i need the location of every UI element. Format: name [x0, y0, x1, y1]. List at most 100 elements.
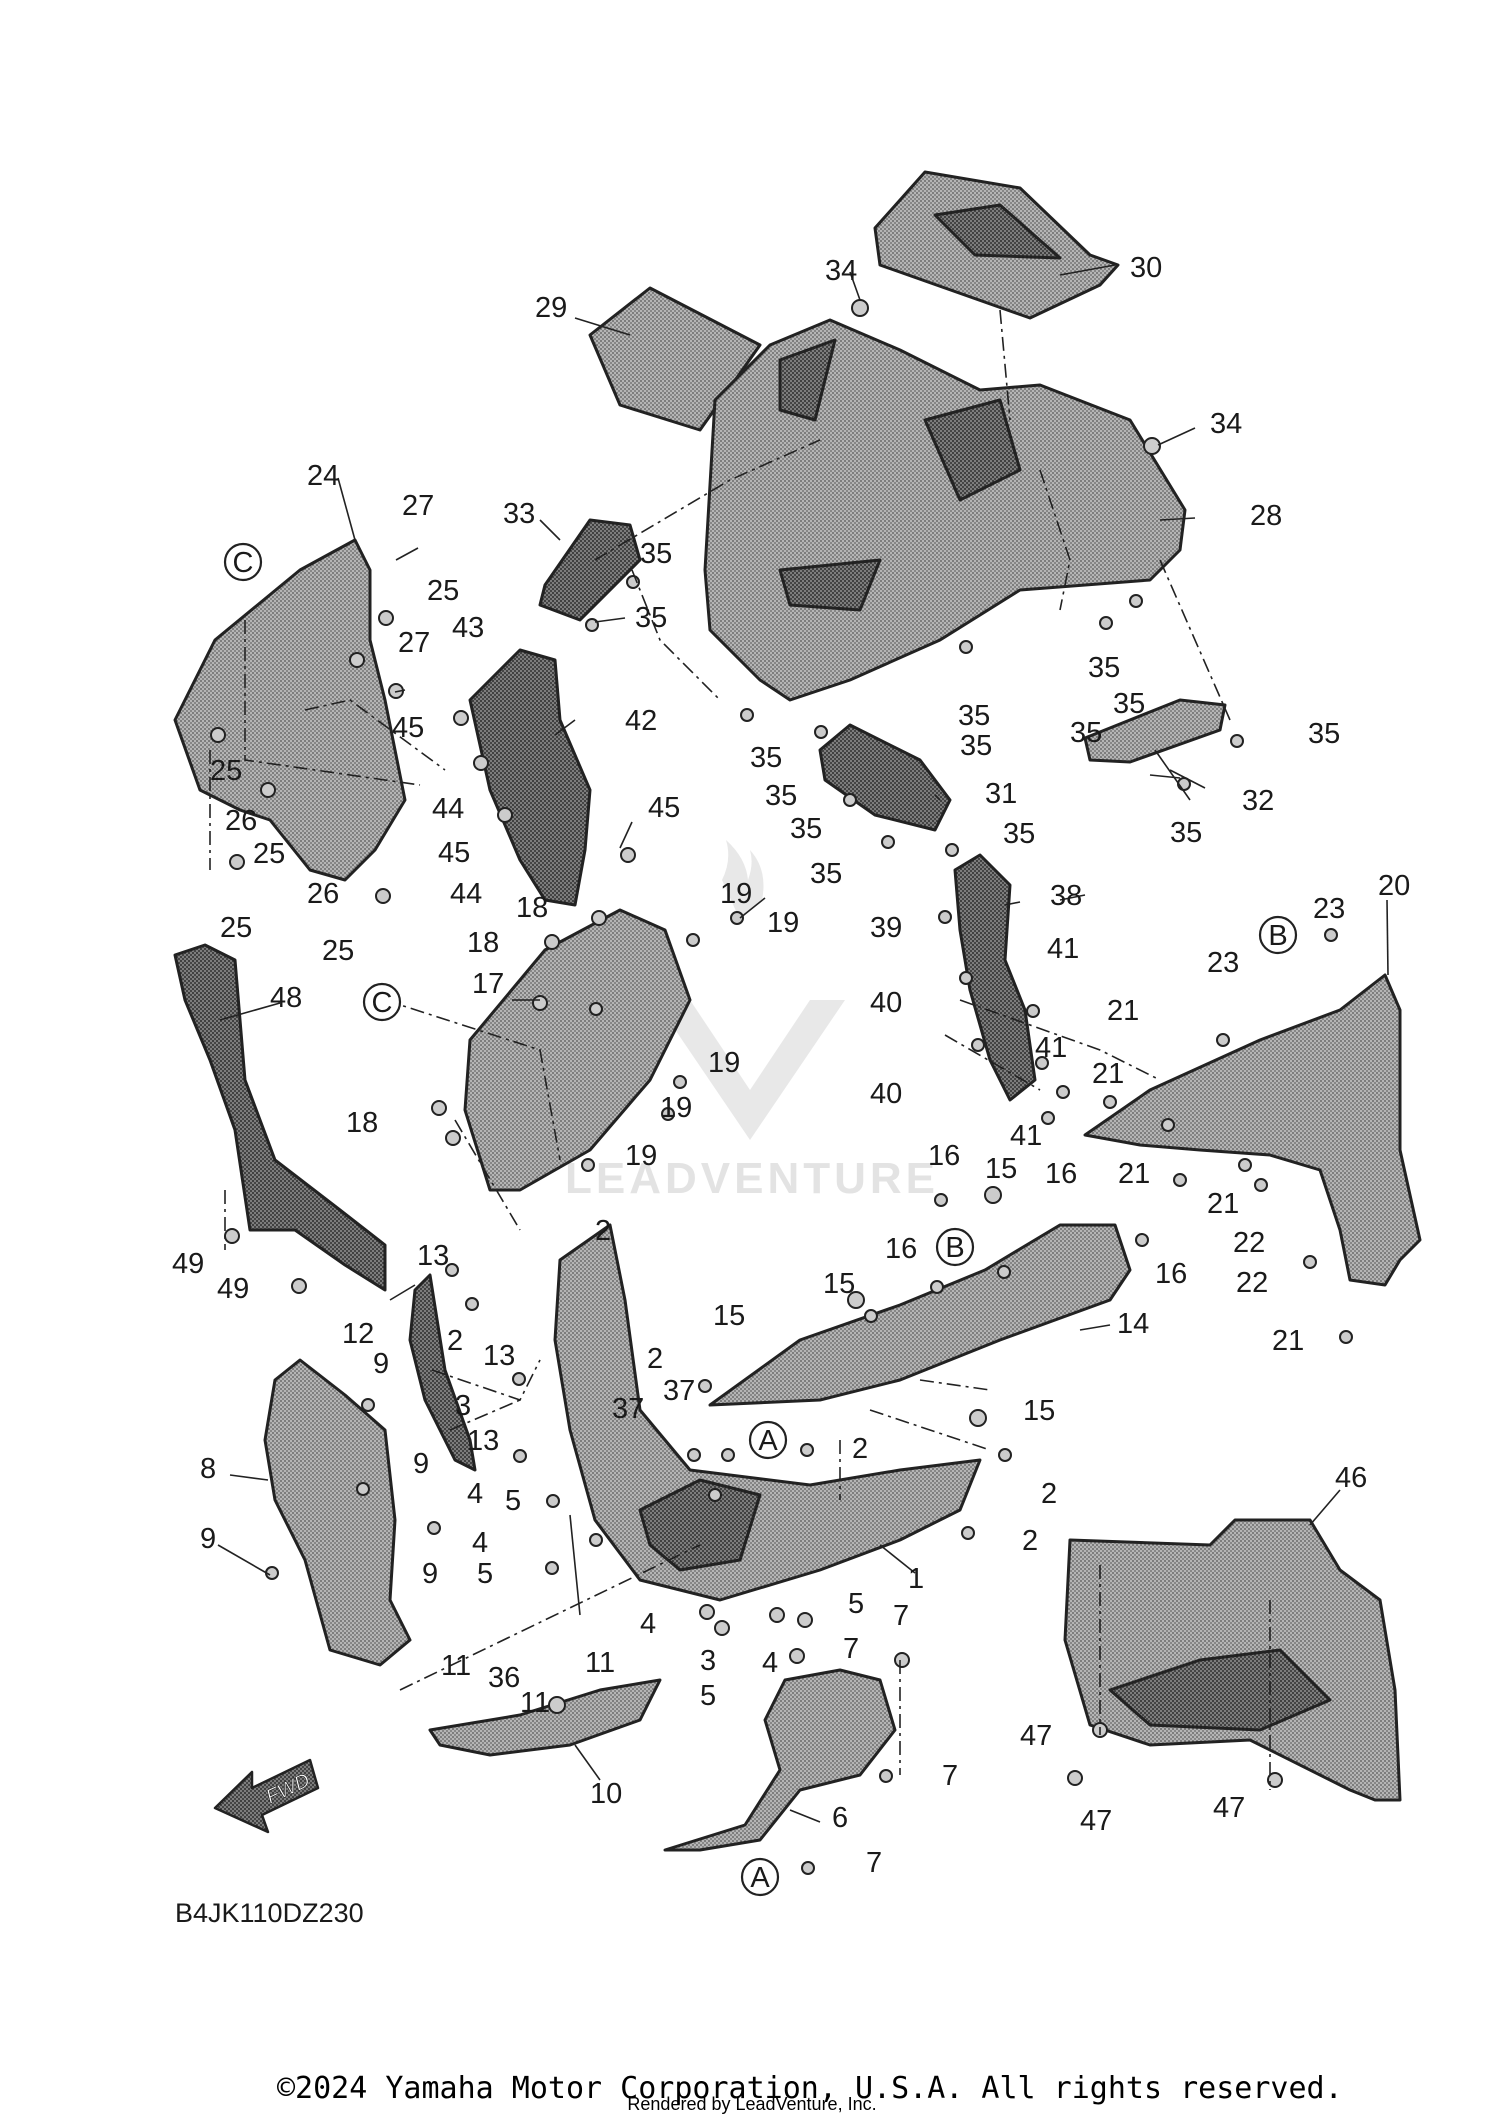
part-30-top-cover-shade — [933, 203, 1062, 260]
reference-marks: C C B B A A — [223, 542, 1298, 1897]
fwd-arrow-icon: FWD — [213, 1758, 320, 1834]
part-12-strip — [408, 1273, 477, 1472]
part-38-bracket — [953, 853, 1037, 1102]
callout-7: 7 — [843, 1633, 859, 1665]
callout-22: 22 — [1233, 1227, 1265, 1259]
callout-labels: 1 2 2 2 2 2 2 3 3 4 4 4 4 5 5 5 5 6 7 7 … — [172, 252, 1410, 1879]
callout-15: 15 — [1023, 1395, 1055, 1427]
svg-text:A: A — [758, 1425, 778, 1457]
callout-19: 19 — [767, 907, 799, 939]
callout-32: 32 — [1242, 785, 1274, 817]
callout-17: 17 — [472, 968, 504, 1000]
callout-5: 5 — [848, 1588, 864, 1620]
callout-31: 31 — [985, 778, 1017, 810]
callout-48: 48 — [270, 982, 302, 1014]
callout-44: 44 — [432, 793, 464, 825]
callout-35: 35 — [960, 730, 992, 762]
part-14-mid-panel — [708, 1223, 1132, 1407]
part-48-fender — [173, 943, 387, 1292]
callout-35: 35 — [1003, 818, 1035, 850]
callout-2: 2 — [1041, 1478, 1057, 1510]
callout-22: 22 — [1236, 1267, 1268, 1299]
callout-19: 19 — [720, 878, 752, 910]
callout-33: 33 — [503, 498, 535, 530]
callout-29: 29 — [535, 292, 567, 324]
callout-2: 2 — [595, 1215, 611, 1247]
reference-mark-c: C — [223, 542, 263, 582]
svg-text:A: A — [750, 1862, 770, 1894]
callout-9: 9 — [422, 1558, 438, 1590]
callout-25: 25 — [427, 575, 459, 607]
part-8-inner-guard — [263, 1358, 412, 1667]
callout-35: 35 — [1088, 652, 1120, 684]
callout-21: 21 — [1107, 995, 1139, 1027]
callout-21: 21 — [1272, 1325, 1304, 1357]
assembly-lines — [209, 309, 1271, 1790]
callout-35: 35 — [1170, 817, 1202, 849]
callout-39: 39 — [870, 912, 902, 944]
callout-11: 11 — [585, 1647, 615, 1679]
callout-6: 6 — [832, 1802, 848, 1834]
callout-2: 2 — [647, 1343, 663, 1375]
watermark-text: LEADVENTURE — [565, 1154, 939, 1203]
callout-3: 3 — [455, 1390, 471, 1422]
callout-9: 9 — [200, 1523, 216, 1555]
callout-35: 35 — [765, 780, 797, 812]
callout-42: 42 — [625, 705, 657, 737]
callout-21: 21 — [1092, 1058, 1124, 1090]
callout-9: 9 — [373, 1348, 389, 1380]
reference-mark-a: A — [748, 1420, 788, 1460]
callout-21: 21 — [1207, 1188, 1239, 1220]
callout-2: 2 — [1022, 1525, 1038, 1557]
rendered-by-credit: Rendered by LeadVenture, Inc. — [627, 2094, 876, 2114]
callout-35: 35 — [635, 602, 667, 634]
callout-46: 46 — [1335, 1462, 1367, 1494]
callout-5: 5 — [477, 1558, 493, 1590]
callout-4: 4 — [762, 1647, 778, 1679]
callout-35: 35 — [640, 538, 672, 570]
callout-44: 44 — [450, 878, 482, 910]
callout-26: 26 — [307, 878, 339, 910]
diagram-part-code: B4JK110DZ230 — [175, 1898, 364, 1928]
callout-37: 37 — [663, 1375, 695, 1407]
callout-18: 18 — [516, 892, 548, 924]
leadventure-watermark: LEADVENTURE — [565, 840, 939, 1203]
part-31-bracket — [818, 723, 952, 832]
part-46-inner-panel-shade — [1108, 1648, 1332, 1732]
reference-mark-c: C — [362, 982, 402, 1022]
callout-8: 8 — [200, 1453, 216, 1485]
part-28-hood-vents — [778, 338, 1022, 612]
callout-16: 16 — [885, 1233, 917, 1265]
callout-40: 40 — [870, 1078, 902, 1110]
callout-25: 25 — [253, 838, 285, 870]
callout-15: 15 — [985, 1153, 1017, 1185]
callout-4: 4 — [467, 1478, 483, 1510]
part-20-right-fender — [1083, 973, 1422, 1287]
callout-30: 30 — [1130, 252, 1162, 284]
callout-45: 45 — [438, 837, 470, 869]
callout-23: 23 — [1313, 893, 1345, 925]
callout-49: 49 — [217, 1273, 249, 1305]
callout-19: 19 — [660, 1092, 692, 1124]
callout-13: 13 — [483, 1340, 515, 1372]
part-42-duct — [468, 648, 592, 907]
callout-3: 3 — [700, 1645, 716, 1677]
callout-47: 47 — [1080, 1805, 1112, 1837]
callout-14: 14 — [1117, 1308, 1149, 1340]
callout-37: 37 — [612, 1393, 644, 1425]
callout-20: 20 — [1378, 870, 1410, 902]
svg-text:C: C — [233, 547, 254, 579]
callout-7: 7 — [942, 1760, 958, 1792]
callout-43: 43 — [452, 612, 484, 644]
callout-15: 15 — [823, 1268, 855, 1300]
callout-45: 45 — [648, 792, 680, 824]
callout-25: 25 — [220, 912, 252, 944]
callout-26: 26 — [225, 805, 257, 837]
callout-35: 35 — [1070, 717, 1102, 749]
callout-27: 27 — [398, 627, 430, 659]
callout-11: 11 — [441, 1650, 471, 1682]
callout-25: 25 — [322, 935, 354, 967]
callout-27: 27 — [402, 490, 434, 522]
callout-13: 13 — [467, 1425, 499, 1457]
part-6-lower-duct — [663, 1668, 897, 1852]
